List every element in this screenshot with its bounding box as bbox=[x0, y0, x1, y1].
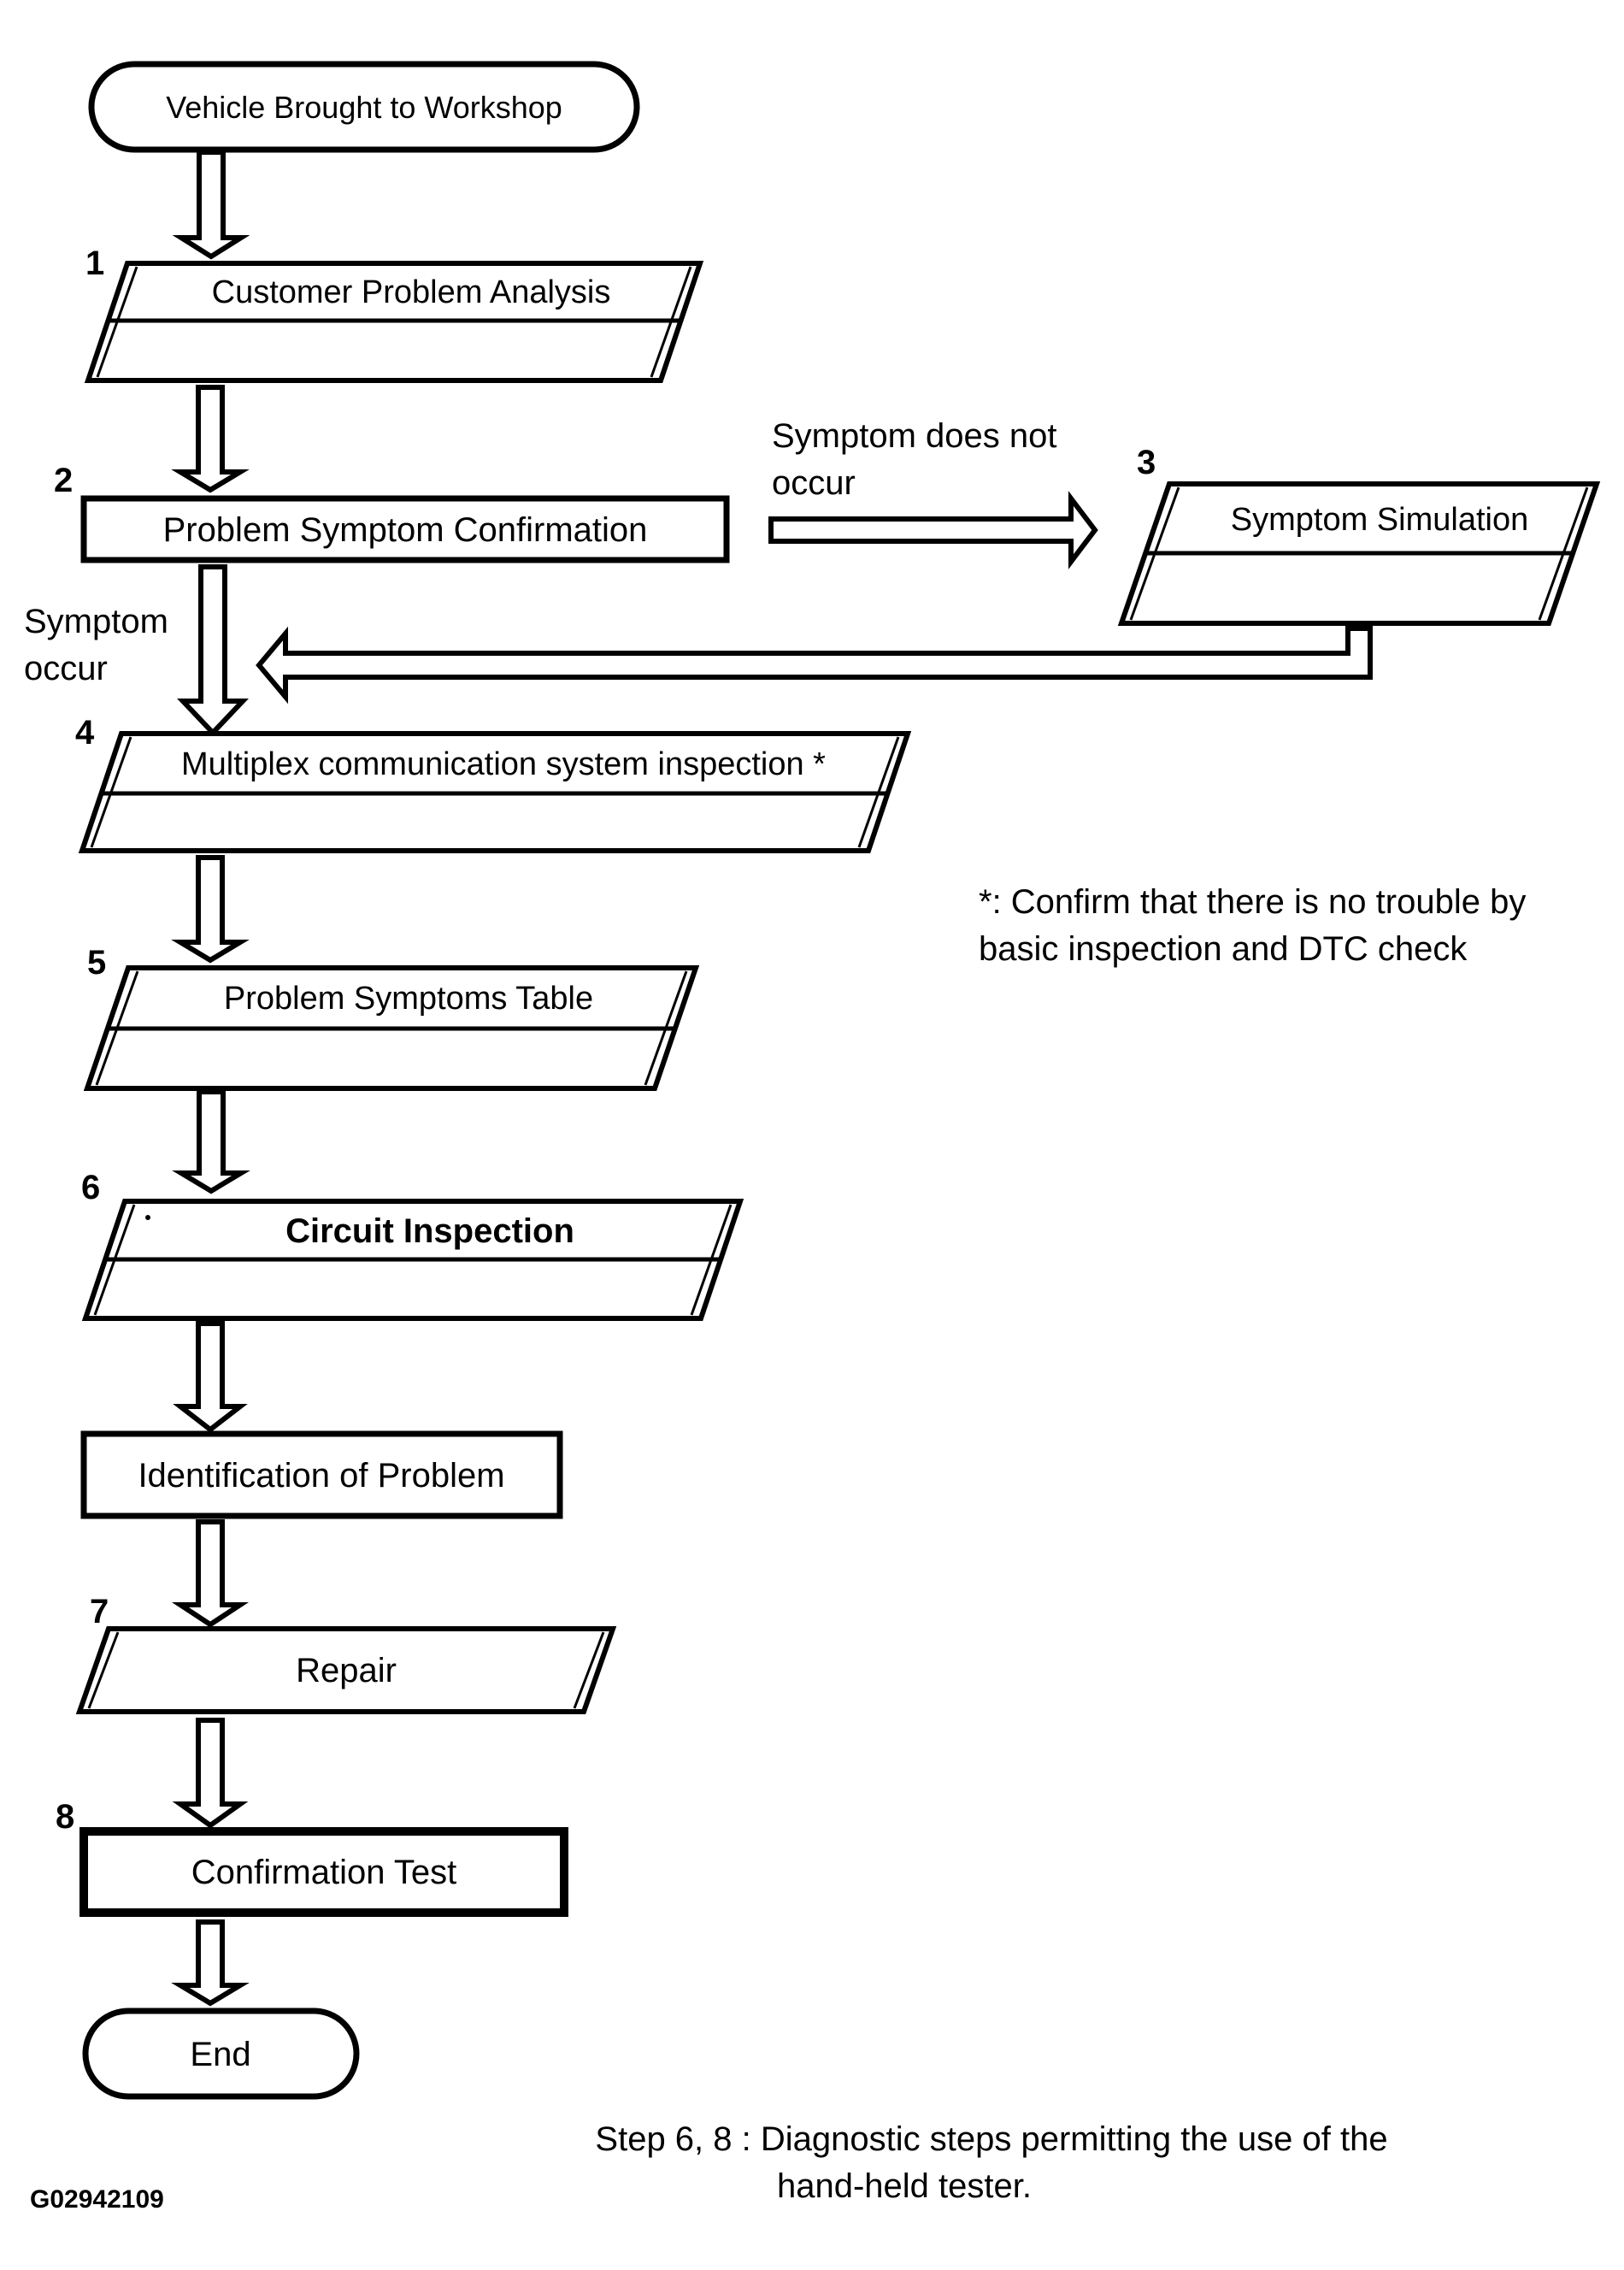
arrow-step3-return bbox=[256, 626, 1373, 705]
start-label: Vehicle Brought to Workshop bbox=[166, 90, 562, 125]
svg-text:Symptom does not: Symptom does not bbox=[772, 417, 1057, 455]
step8-label: Confirmation Test bbox=[191, 1854, 457, 1891]
arrow-step2-to-step3 bbox=[768, 491, 1098, 569]
arrow-step4-to-step5 bbox=[171, 855, 250, 964]
step7-number: 7 bbox=[90, 1593, 109, 1630]
svg-text:hand-held tester.: hand-held tester. bbox=[777, 2167, 1032, 2205]
figure-code: G02942109 bbox=[30, 2185, 164, 2214]
step1-parallelogram: 1 Customer Problem Analysis bbox=[84, 245, 704, 383]
asterisk-note: *: Confirm that there is no trouble by b… bbox=[979, 883, 1526, 968]
start-terminator: Vehicle Brought to Workshop bbox=[88, 61, 640, 153]
svg-text:Step 6, 8 : Diagnostic steps p: Step 6, 8 : Diagnostic steps permitting … bbox=[595, 2120, 1387, 2158]
arrow-step8-to-end bbox=[171, 1919, 250, 2007]
step6-label: Circuit Inspection bbox=[285, 1212, 574, 1250]
step7-parallelogram: 7 Repair bbox=[75, 1593, 617, 1714]
arrow-step6-to-identification bbox=[173, 1321, 248, 1433]
caption: Step 6, 8 : Diagnostic steps permitting … bbox=[595, 2120, 1387, 2205]
arrow-step7-to-step8 bbox=[172, 1718, 249, 1829]
step3-parallelogram: 3 Symptom Simulation bbox=[1117, 444, 1601, 626]
step1-number: 1 bbox=[85, 245, 104, 282]
step5-number: 5 bbox=[87, 944, 106, 982]
flow-arrows bbox=[171, 150, 1373, 2007]
step6-number: 6 bbox=[81, 1169, 100, 1206]
step5-parallelogram: 5 Problem Symptoms Table bbox=[83, 944, 700, 1091]
step2-process: 2 Problem Symptom Confirmation bbox=[54, 462, 730, 563]
end-terminator: End bbox=[82, 2008, 360, 2100]
step2-label: Problem Symptom Confirmation bbox=[163, 511, 648, 549]
arrow-step1-to-step2 bbox=[171, 385, 250, 493]
arrow-identification-to-step7 bbox=[171, 1519, 250, 1628]
step7-label: Repair bbox=[296, 1652, 397, 1689]
identification-label: Identification of Problem bbox=[138, 1457, 504, 1495]
step2-number: 2 bbox=[54, 462, 73, 499]
identification-process: Identification of Problem bbox=[80, 1430, 563, 1519]
step3-label: Symptom Simulation bbox=[1231, 502, 1528, 538]
step3-number: 3 bbox=[1137, 444, 1156, 481]
arrow-step2-to-step4 bbox=[177, 564, 249, 737]
edge-label-symptom-occur: Symptom occur bbox=[24, 603, 168, 687]
arrow-start-to-step1 bbox=[172, 150, 250, 260]
step8-number: 8 bbox=[56, 1798, 74, 1836]
step5-label: Problem Symptoms Table bbox=[224, 981, 593, 1017]
stray-dot bbox=[145, 1215, 150, 1220]
edge-label-symptom-does-not-occur: Symptom does not occur bbox=[772, 417, 1057, 502]
step4-label: Multiplex communication system inspectio… bbox=[181, 746, 826, 782]
svg-text:Symptom: Symptom bbox=[24, 603, 168, 640]
step6-parallelogram: 6 Circuit Inspection bbox=[81, 1169, 744, 1321]
step4-parallelogram: 4 Multiplex communication system inspect… bbox=[75, 714, 912, 853]
arrow-step5-to-step6 bbox=[172, 1089, 250, 1194]
svg-text:occur: occur bbox=[772, 464, 856, 502]
end-label: End bbox=[190, 2036, 250, 2073]
svg-text:occur: occur bbox=[24, 650, 108, 687]
svg-text:basic inspection and DTC check: basic inspection and DTC check bbox=[979, 930, 1468, 968]
step4-number: 4 bbox=[75, 714, 95, 752]
svg-text:*: Confirm that there is no tr: *: Confirm that there is no trouble by bbox=[979, 883, 1526, 921]
step8-process: 8 Confirmation Test bbox=[56, 1798, 568, 1917]
step1-label: Customer Problem Analysis bbox=[212, 274, 611, 310]
